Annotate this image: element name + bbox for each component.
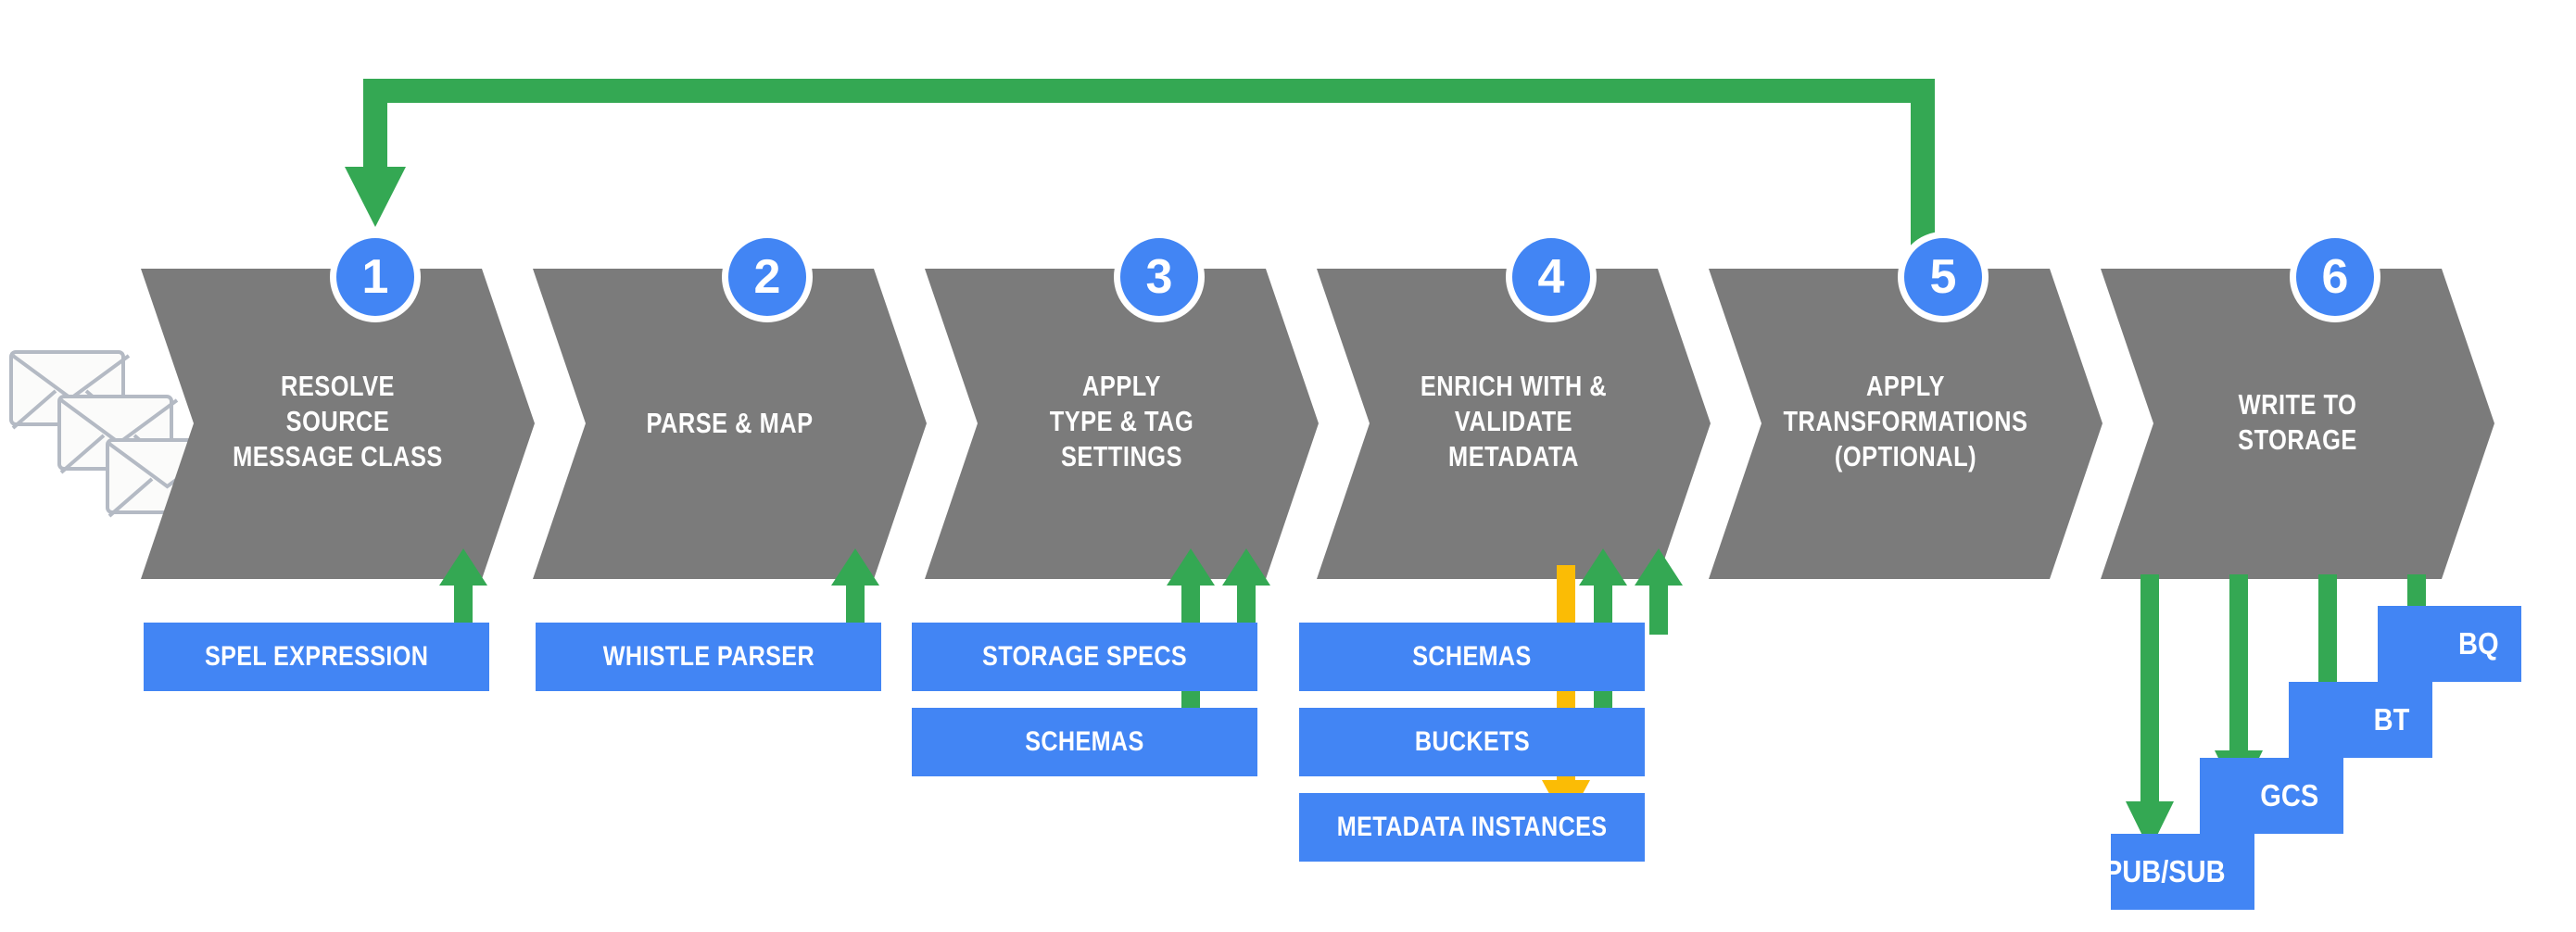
resource-box-spel-expression[interactable]: SPEL EXPRESSION xyxy=(144,623,489,691)
step-1-chevron[interactable]: RESOLVE SOURCE MESSAGE CLASS xyxy=(141,269,535,579)
resource-box-buckets[interactable]: BUCKETS xyxy=(1299,708,1645,776)
connector-step6-gcs xyxy=(2215,574,2263,800)
connector-step4-schemas xyxy=(1635,548,1683,635)
storage-target-gcs[interactable]: GCS xyxy=(2200,758,2343,834)
step-4-chevron[interactable]: ENRICH WITH & VALIDATE METADATA xyxy=(1317,269,1711,579)
resource-label: SPEL EXPRESSION xyxy=(204,641,429,672)
storage-label: PUB/SUB xyxy=(2104,854,2227,888)
step-6-badge[interactable]: 6 xyxy=(2290,232,2380,322)
connector-step4-metadata-instances xyxy=(1542,565,1590,825)
storage-label: BQ xyxy=(2457,626,2499,661)
connector-step3-storage-specs xyxy=(1222,548,1270,635)
step-3-chevron[interactable]: APPLY TYPE & TAG SETTINGS xyxy=(925,269,1319,579)
step-2-chevron[interactable]: PARSE & MAP xyxy=(533,269,927,579)
step-5-badge[interactable]: 5 xyxy=(1898,232,1989,322)
resource-label: STORAGE SPECS xyxy=(982,641,1187,672)
storage-target-bq[interactable]: BQ xyxy=(2378,606,2521,682)
resource-box-metadata-instances[interactable]: METADATA INSTANCES xyxy=(1299,793,1645,862)
resource-label: BUCKETS xyxy=(1414,726,1530,757)
connector-step6-pubsub xyxy=(2126,574,2174,850)
resource-label: SCHEMAS xyxy=(1412,641,1532,672)
resource-label: WHISTLE PARSER xyxy=(602,641,814,672)
resource-box-whistle-parser[interactable]: WHISTLE PARSER xyxy=(536,623,881,691)
step-3-badge[interactable]: 3 xyxy=(1114,232,1205,322)
step-1-badge[interactable]: 1 xyxy=(330,232,421,322)
resource-box-step3-schemas[interactable]: SCHEMAS xyxy=(912,708,1257,776)
storage-target-bt[interactable]: BT xyxy=(2289,682,2432,758)
storage-label: BT xyxy=(2373,702,2410,737)
storage-label: GCS xyxy=(2260,778,2319,812)
step-4-badge[interactable]: 4 xyxy=(1506,232,1597,322)
connector-step2-whistle xyxy=(831,548,879,635)
step-2-badge[interactable]: 2 xyxy=(722,232,813,322)
resource-label: SCHEMAS xyxy=(1025,726,1144,757)
resource-label: METADATA INSTANCES xyxy=(1336,812,1608,842)
step-6-chevron[interactable]: WRITE TO STORAGE xyxy=(2101,269,2494,579)
resource-box-step4-schemas[interactable]: SCHEMAS xyxy=(1299,623,1645,691)
connector-step1-spel xyxy=(439,548,487,635)
resource-box-storage-specs[interactable]: STORAGE SPECS xyxy=(912,623,1257,691)
step-5-chevron[interactable]: APPLY TRANSFORMATIONS (OPTIONAL) xyxy=(1709,269,2102,579)
storage-target-pubsub[interactable]: PUB/SUB xyxy=(2104,834,2254,910)
